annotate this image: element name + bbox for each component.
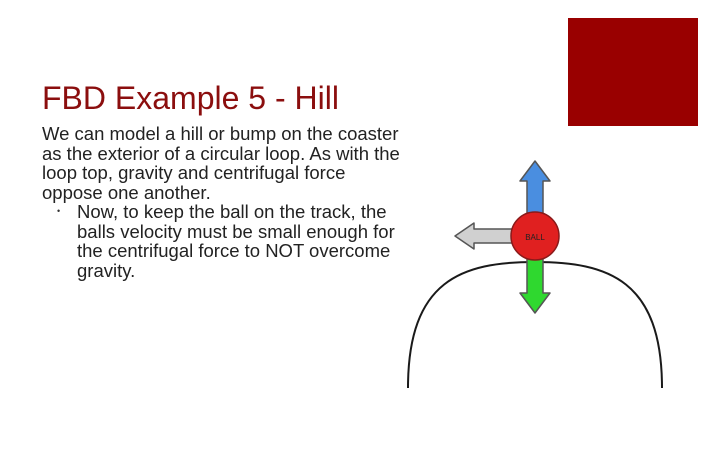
velocity-arrow bbox=[454, 222, 515, 250]
bullet-text: Now, to keep the ball on the track, the … bbox=[77, 201, 395, 281]
free-body-diagram: BALL bbox=[407, 160, 663, 389]
body-paragraph: We can model a hill or bump on the coast… bbox=[42, 123, 400, 203]
ball bbox=[510, 211, 560, 261]
accent-square bbox=[568, 18, 698, 126]
ball-label: BALL bbox=[525, 233, 545, 242]
gravity-force-arrow bbox=[519, 254, 551, 314]
slide-body: We can model a hill or bump on the coast… bbox=[42, 124, 402, 280]
slide-title: FBD Example 5 - Hill bbox=[42, 80, 339, 116]
bullet-marker-icon: • bbox=[57, 206, 61, 216]
bullet-item: • Now, to keep the ball on the track, th… bbox=[42, 202, 402, 280]
